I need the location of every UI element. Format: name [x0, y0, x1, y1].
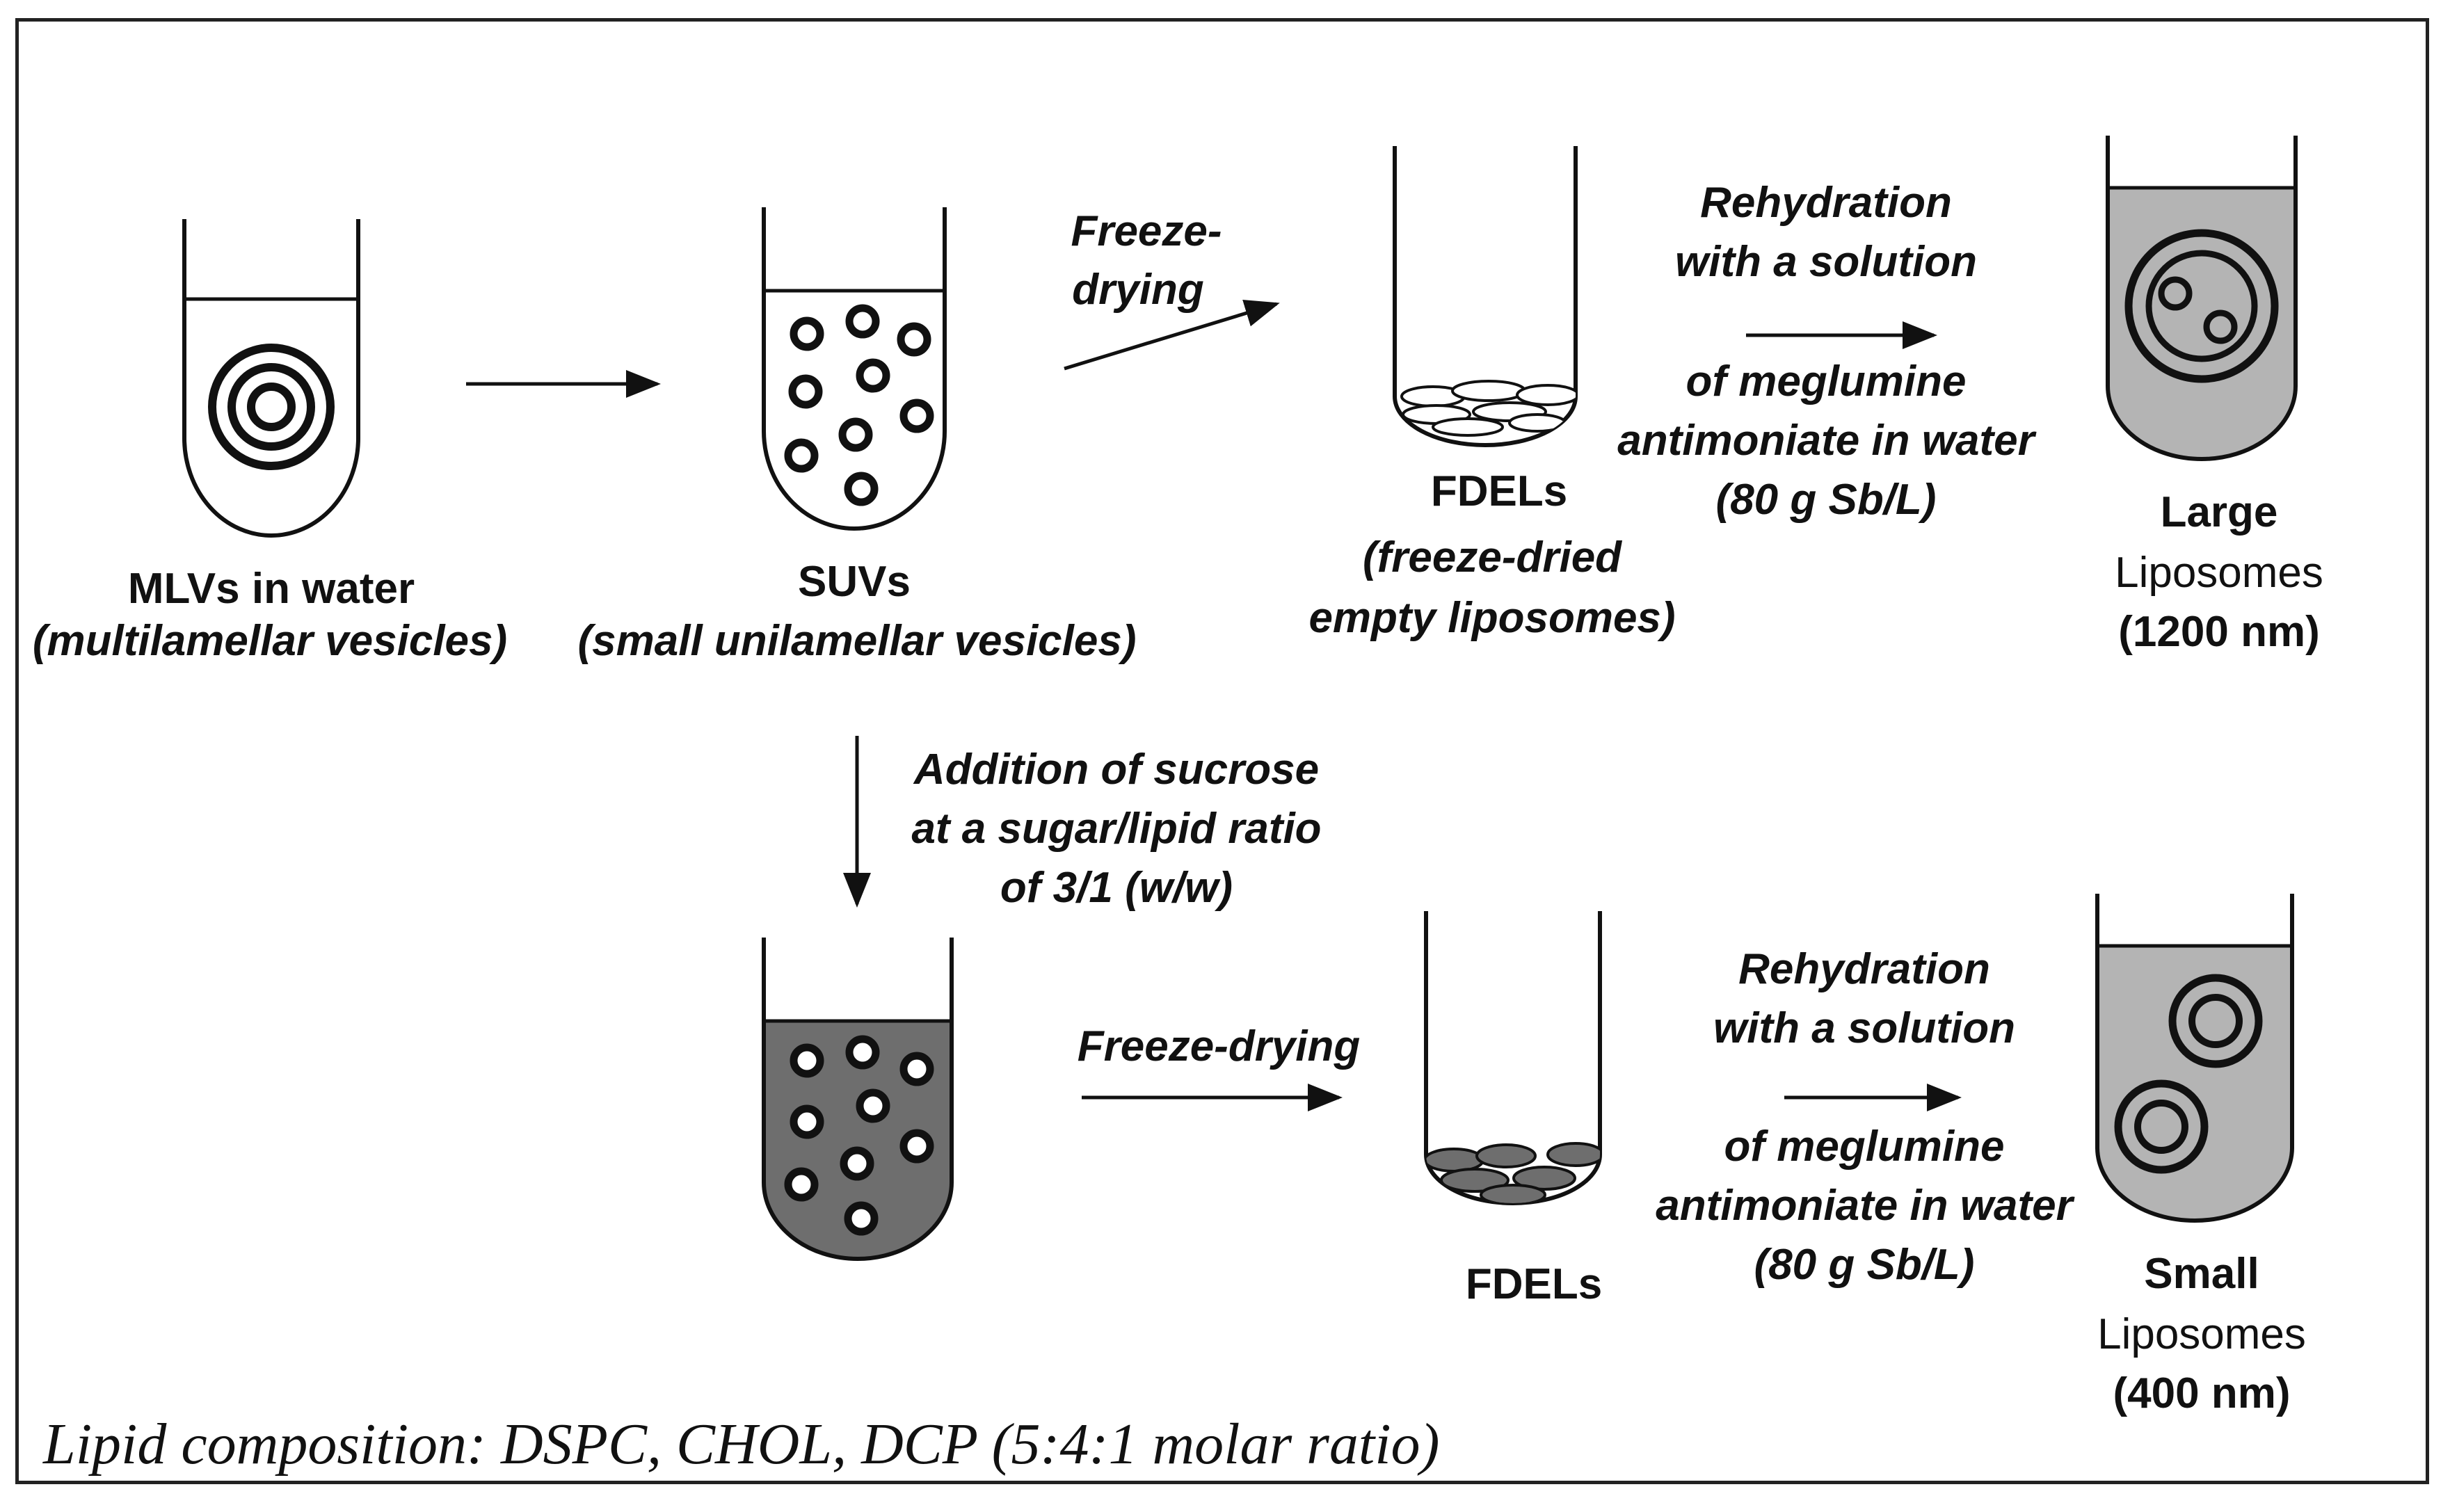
small-liposomes: [2114, 974, 2263, 1174]
rehydration-bottom-4: antimoniate in water: [1656, 1182, 2073, 1230]
fdel-top-label: FDELs: [1430, 467, 1568, 515]
large-liposomes-title: Large: [2160, 488, 2278, 536]
small-liposomes-label: Liposomes: [2097, 1310, 2306, 1358]
rehydration-bottom-2: with a solution: [1713, 1004, 2015, 1052]
freeze-drying-top-label-1: Freeze-: [1071, 207, 1222, 255]
mlv-label: MLVs in water: [127, 565, 415, 613]
rehydration-top-2: with a solution: [1675, 238, 1977, 286]
rehydration-bottom-1: Rehydration: [1738, 945, 1990, 993]
lipid-composition-note: Lipid composition: DSPC, CHOL, DCP (5:4:…: [43, 1412, 1440, 1477]
small-unilamellar-vesicles-sucrose: [784, 1035, 934, 1236]
diagram-frame: [15, 18, 2429, 1484]
sucrose-addition-3: of 3/1 (w/w): [1000, 864, 1233, 912]
freeze-dried-liposome-cake: [1400, 380, 1576, 437]
multilamellar-vesicle: [208, 344, 335, 470]
suv-label: SUVs: [798, 558, 911, 606]
fdel-bottom-tube: [1424, 911, 1602, 1205]
large-liposome-tube: [2106, 136, 2298, 461]
rehydration-bottom-5: (80 g Sb/L): [1754, 1241, 1975, 1289]
freeze-drying-top-label-2: drying: [1072, 266, 1204, 314]
rehydration-top-4: antimoniate in water: [1617, 417, 2035, 465]
small-liposomes-title: Small: [2144, 1250, 2259, 1298]
large-liposome: [2124, 229, 2279, 383]
sucrose-addition-2: at a sugar/lipid ratio: [911, 805, 1322, 853]
mlv-description: (multilamellar vesicles): [32, 617, 508, 665]
fdel-top-description-1: (freeze-dried: [1362, 533, 1622, 581]
suv-sucrose-tube: [762, 938, 954, 1261]
fdel-top-description-2: empty liposomes): [1308, 594, 1676, 642]
arrow-freeze-drying-top: [1064, 299, 1280, 371]
fdel-top-tube: [1393, 146, 1578, 447]
suv-description: (small unilamellar vesicles): [577, 617, 1137, 665]
freeze-dried-sucrose-cake: [1426, 1142, 1600, 1203]
small-liposome-tube: [2095, 894, 2294, 1223]
small-liposomes-size: (400 nm): [2113, 1369, 2291, 1417]
large-liposomes-label: Liposomes: [2115, 549, 2323, 597]
fdel-bottom-label: FDELs: [1465, 1260, 1603, 1308]
rehydration-top-3: of meglumine: [1686, 357, 1967, 405]
suv-tube: [762, 207, 947, 531]
sucrose-addition-1: Addition of sucrose: [913, 746, 1320, 794]
large-liposomes-size: (1200 nm): [2118, 608, 2320, 656]
small-unilamellar-vesicles: [784, 304, 934, 506]
rehydration-top-1: Rehydration: [1700, 179, 1952, 227]
rehydration-bottom-3: of meglumine: [1724, 1123, 2005, 1171]
mlv-tube: [182, 219, 360, 538]
rehydration-top-5: (80 g Sb/L): [1715, 476, 1937, 524]
freeze-drying-bottom-label: Freeze-drying: [1077, 1022, 1361, 1070]
